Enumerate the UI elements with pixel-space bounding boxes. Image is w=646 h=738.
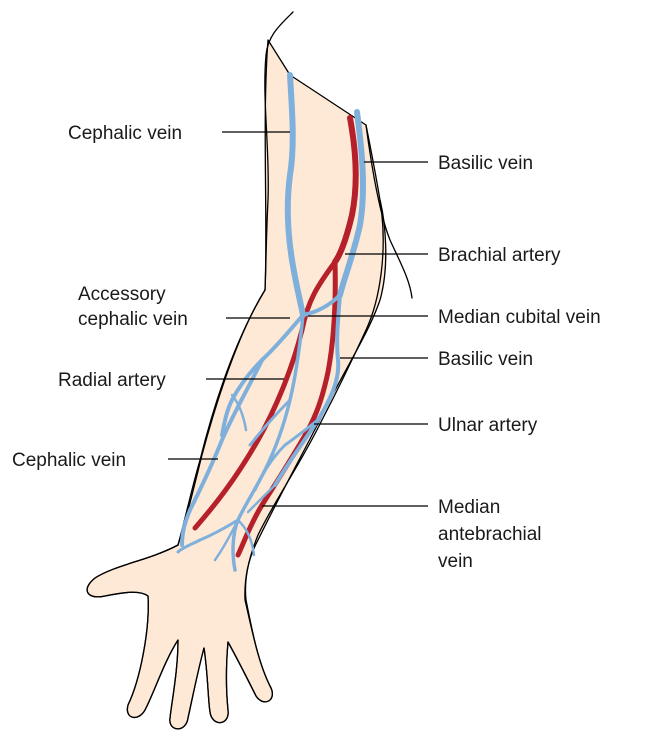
label-accessory-cephalic-vein-line2: cephalic vein [78,309,188,330]
label-median-antebrachial-vein-line3: vein [438,551,473,572]
label-median-antebrachial-vein-line2: antebrachial [438,524,542,545]
label-ulnar-artery: Ulnar artery [438,415,538,436]
label-basilic-vein-upper: Basilic vein [438,153,533,174]
label-radial-artery: Radial artery [58,370,166,391]
label-brachial-artery: Brachial artery [438,245,561,266]
label-basilic-vein-lower: Basilic vein [438,349,533,370]
label-accessory-cephalic-vein-line1: Accessory [78,284,166,305]
label-median-antebrachial-vein-line1: Median [438,497,500,518]
label-cephalic-vein-lower: Cephalic vein [12,450,126,471]
label-median-cubital-vein: Median cubital vein [438,307,601,328]
label-cephalic-vein-upper: Cephalic vein [68,123,182,144]
